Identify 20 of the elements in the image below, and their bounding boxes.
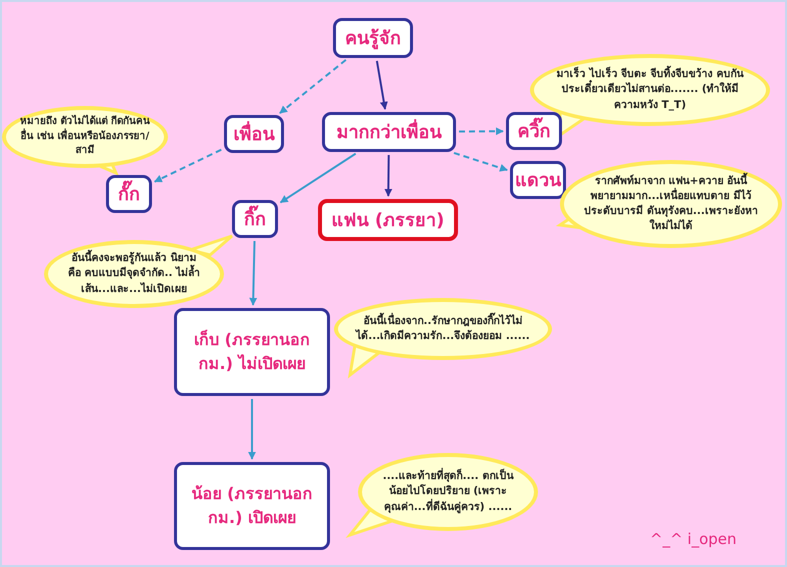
term-box: เก็บ (ภรรยานอก กม.) ไม่เปิดเผย	[174, 308, 330, 396]
term-box: ควิ๊ก	[506, 112, 562, 150]
arrow	[376, 60, 388, 110]
highlighted-box: แฟน (ภรรยา)	[318, 199, 458, 241]
arrow	[454, 152, 508, 172]
arrow	[154, 148, 222, 183]
term-box: แดวน	[510, 161, 566, 199]
term-box: คนรู้จัก	[333, 18, 413, 58]
arrow	[248, 399, 256, 460]
arrow	[279, 59, 346, 114]
signature-text: ^_^ i_open	[650, 530, 737, 548]
term-box: กิ๊ก	[232, 200, 278, 238]
term-box: กั๊ก	[106, 175, 152, 213]
arrow	[459, 127, 504, 136]
arrow	[249, 240, 258, 306]
term-box: น้อย (ภรรยานอก กม.) เปิดเผย	[174, 462, 330, 550]
arrow	[384, 154, 392, 197]
term-box: เพื่อน	[224, 115, 284, 153]
arrow	[280, 152, 356, 204]
term-box: มากกว่าเพื่อน	[322, 112, 456, 152]
